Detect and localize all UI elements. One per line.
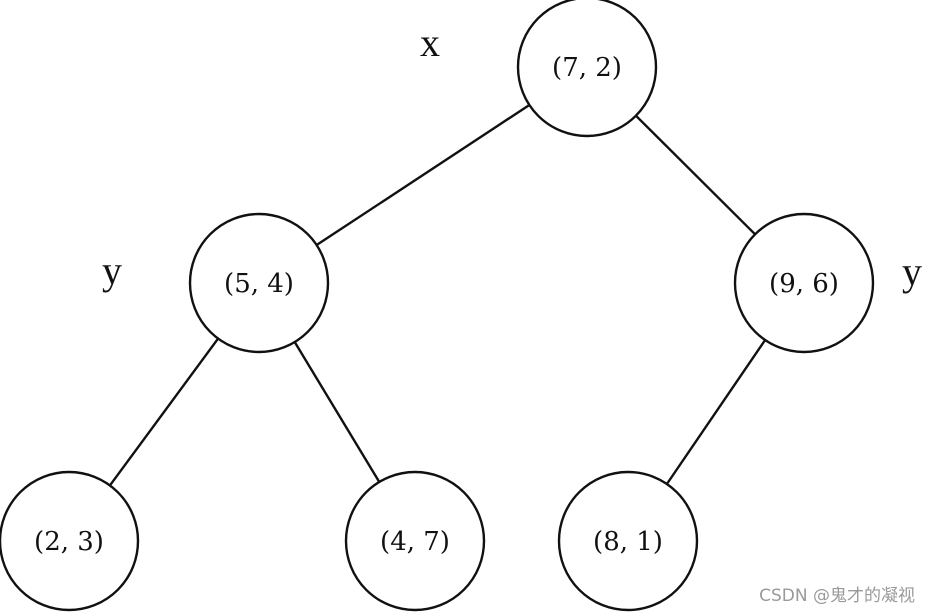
tree-nodes: (7, 2) (5, 4) (9, 6) (2, 3) (4, 7) (8, 1) (0, 0, 875, 612)
tree-node-label: (9, 6) (769, 269, 839, 299)
tree-node: (2, 3) (0, 470, 140, 612)
tree-node: (8, 1) (557, 470, 699, 612)
split-axis-label-right: y (902, 249, 922, 294)
tree-node-label: (5, 4) (224, 269, 294, 299)
tree-node-circle (516, 0, 658, 138)
tree-node-label: (2, 3) (34, 527, 104, 557)
tree-node: (5, 4) (188, 212, 330, 354)
watermark-text: CSDN @鬼才的凝视 (759, 586, 915, 606)
tree-edge-n96-n81 (665, 339, 767, 485)
split-axis-label-root: x (420, 20, 440, 65)
tree-edge-n72-n96 (635, 114, 756, 236)
tree-node: (4, 7) (344, 470, 486, 612)
split-axis-label-left: y (102, 248, 122, 293)
tree-node-circle (188, 212, 330, 354)
tree-node-label: (8, 1) (593, 527, 663, 557)
tree-node-label: (7, 2) (552, 53, 622, 83)
tree-node-circle (344, 470, 486, 612)
tree-edge-n72-n54 (315, 103, 531, 247)
tree-node: (7, 2) (516, 0, 658, 138)
tree-node-circle (733, 212, 875, 354)
tree-node-label: (4, 7) (380, 527, 450, 557)
tree-edge-n54-n47 (293, 341, 381, 483)
tree-node-circle (0, 470, 140, 612)
tree-node-circle (557, 470, 699, 612)
tree-node: (9, 6) (733, 212, 875, 354)
tree-edges (108, 103, 767, 487)
tree-edge-n54-n23 (108, 337, 220, 487)
